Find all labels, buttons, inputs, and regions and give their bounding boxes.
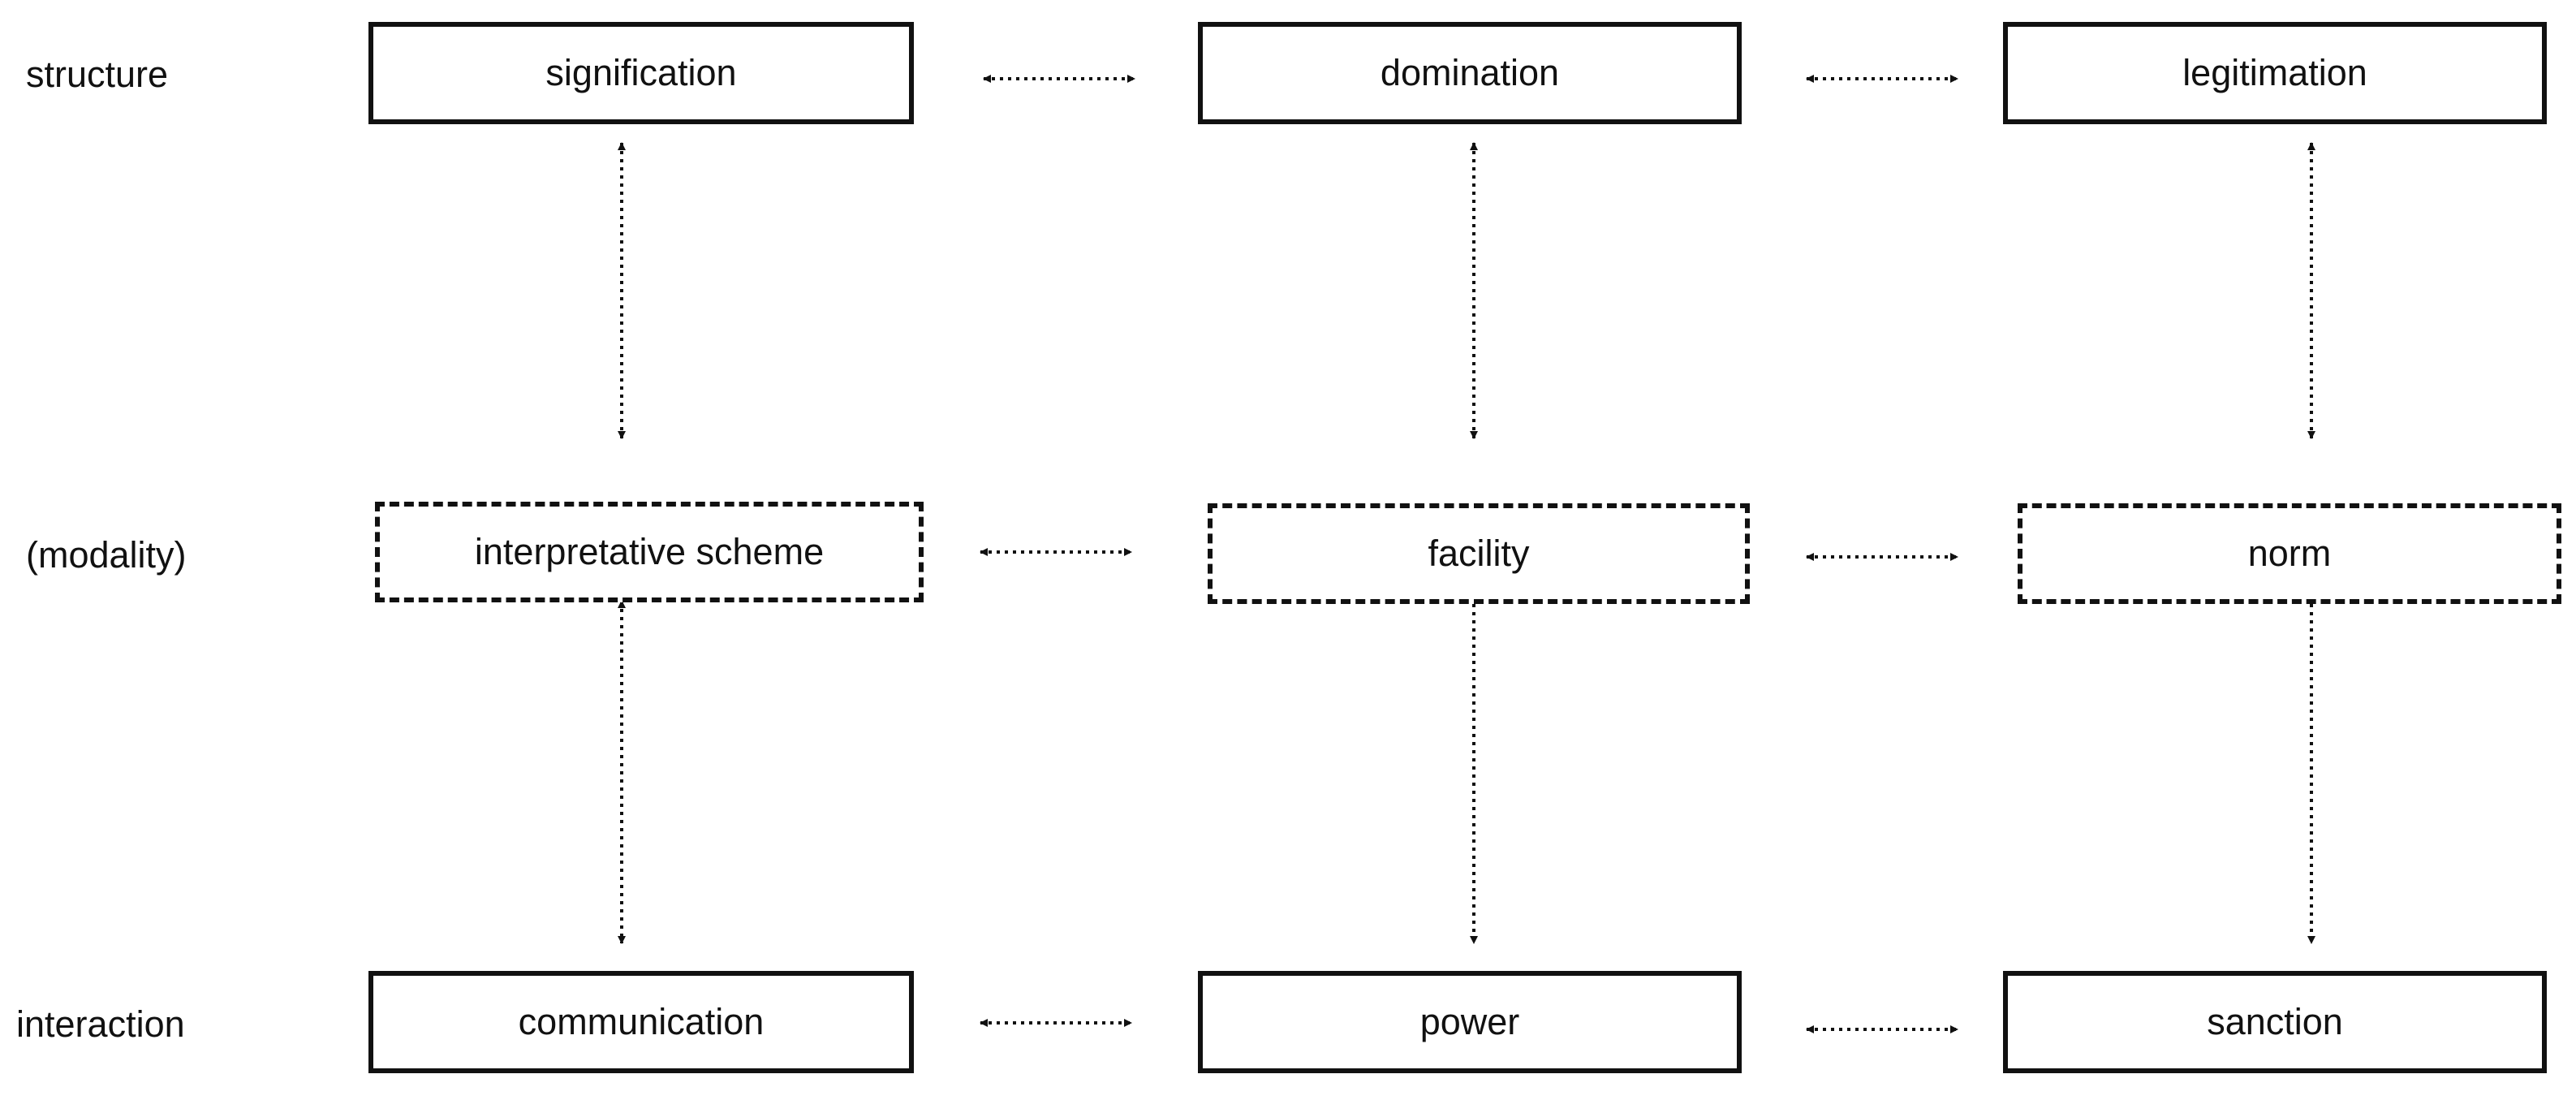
box-signification-label: signification — [545, 52, 737, 93]
box-facility-label: facility — [1428, 533, 1530, 574]
box-power-label: power — [1419, 1001, 1520, 1042]
box-signification: signification — [368, 22, 914, 124]
box-domination-label: domination — [1380, 52, 1560, 93]
box-domination: domination — [1198, 22, 1742, 124]
box-interpretative-scheme: interpretative scheme — [375, 502, 924, 602]
row-label-interaction: interaction — [16, 1003, 185, 1045]
box-legitimation-label: legitimation — [2182, 52, 2367, 93]
box-sanction: sanction — [2003, 971, 2547, 1073]
box-facility: facility — [1208, 503, 1750, 604]
box-legitimation: legitimation — [2003, 22, 2547, 124]
box-power: power — [1198, 971, 1742, 1073]
box-norm-label: norm — [2247, 533, 2332, 574]
box-norm: norm — [2018, 503, 2561, 604]
row-label-structure: structure — [26, 54, 169, 95]
box-sanction-label: sanction — [2207, 1001, 2343, 1042]
box-communication-label: communication — [518, 1001, 765, 1042]
box-communication: communication — [368, 971, 914, 1073]
box-interpretative-scheme-label: interpretative scheme — [474, 531, 825, 572]
row-label-modality: (modality) — [26, 534, 187, 576]
